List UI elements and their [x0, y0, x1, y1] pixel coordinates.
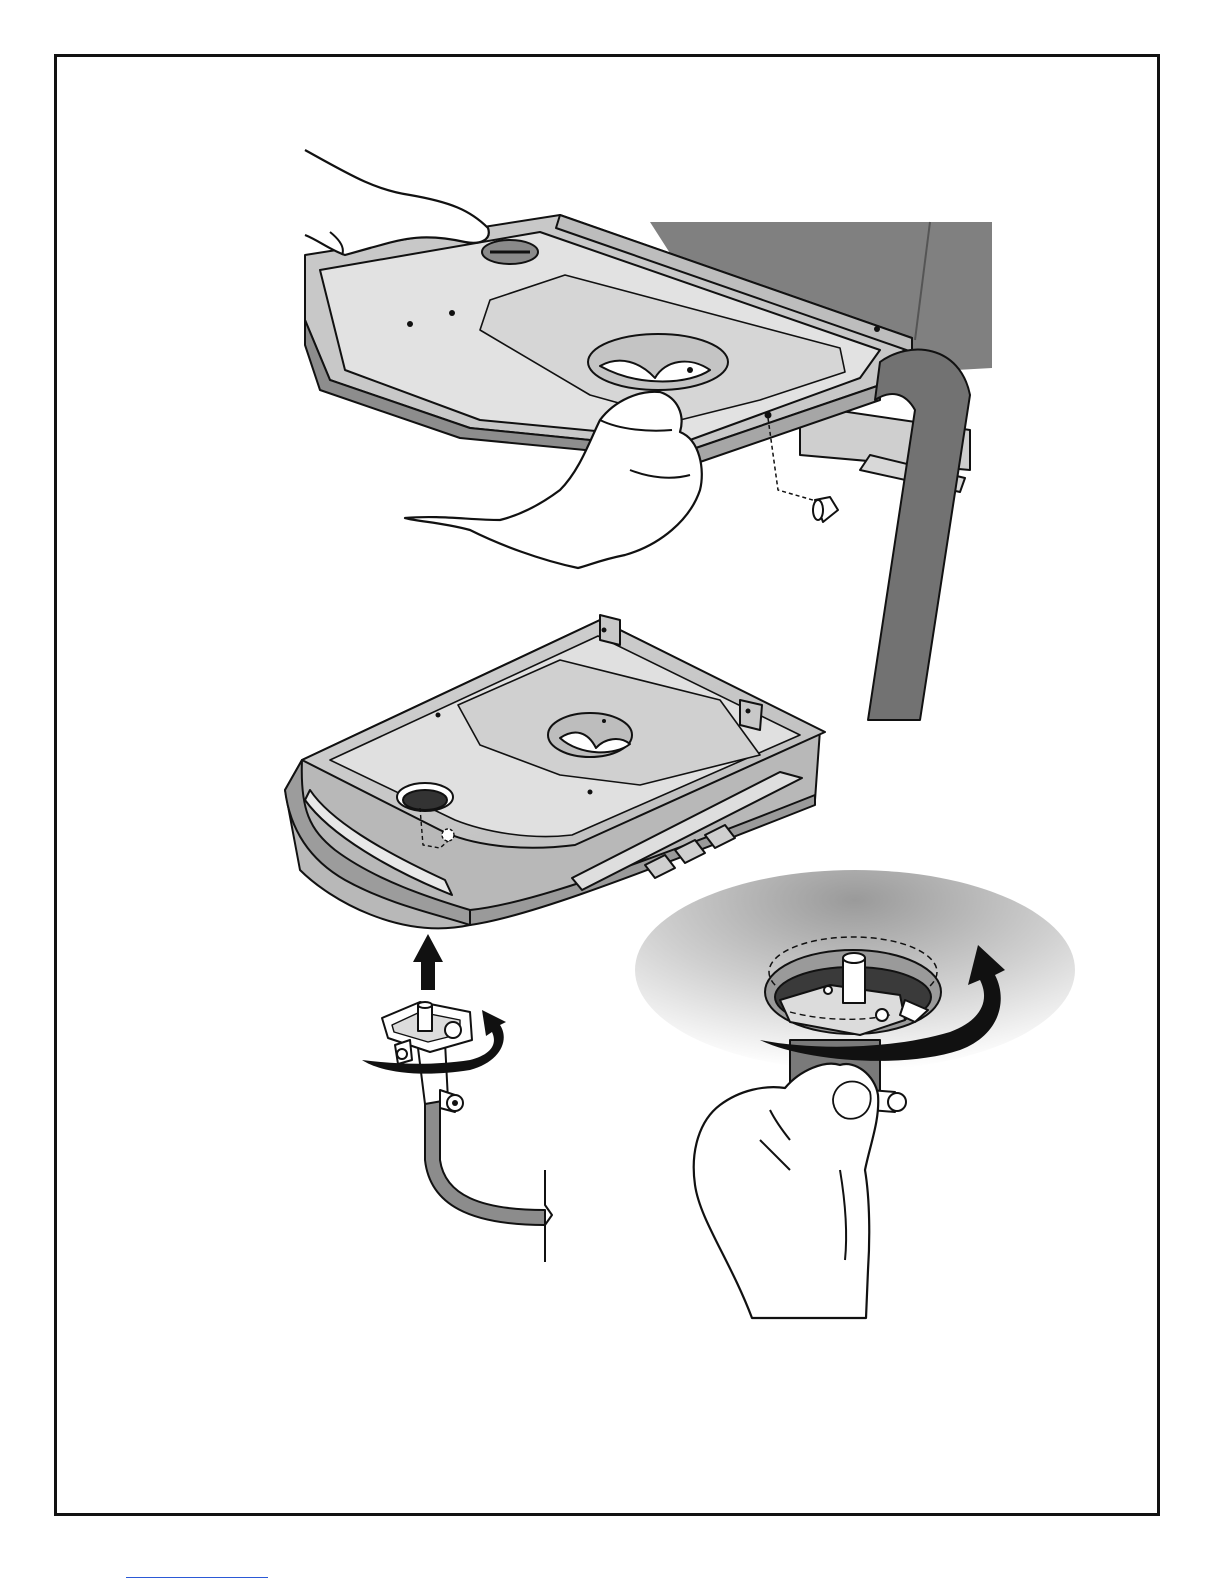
screw-icon: [813, 497, 838, 522]
valve-detail-zoom: [635, 870, 1075, 1318]
grill-leg: [868, 350, 970, 720]
footer-link-underline[interactable]: [126, 1577, 268, 1578]
side-shelf-with-burner-port: [285, 615, 825, 928]
valve-assembly: [382, 1002, 552, 1262]
left-hand-icon: [305, 150, 489, 255]
side-shelf-attached: [305, 150, 992, 720]
up-arrow-icon: [413, 934, 443, 990]
